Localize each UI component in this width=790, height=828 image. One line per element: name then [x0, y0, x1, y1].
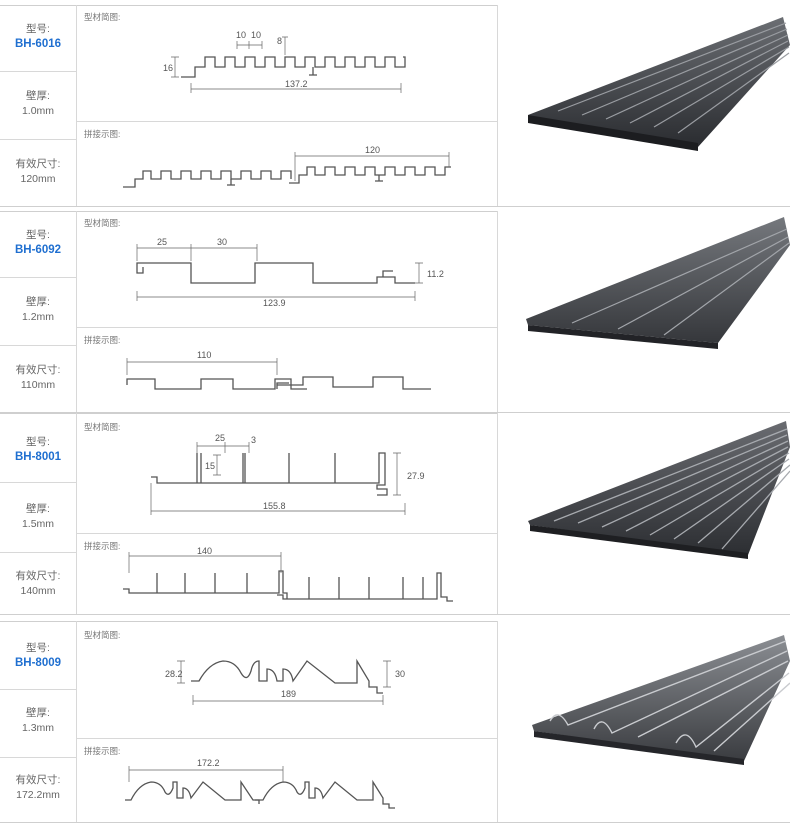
width-value: 140mm [20, 585, 56, 597]
profile-drawing: 10 10 8 16 137.2 [163, 30, 406, 93]
width-label: 有效尺寸: [15, 364, 61, 376]
splice-caption: 拼接示图: [84, 746, 121, 756]
drawing-column: 型材简图: 25 30 11.2 123.9 拼接示图: [77, 211, 498, 413]
dim-splice: 120 [365, 145, 380, 155]
splice-caption: 拼接示图: [84, 541, 121, 551]
profile-caption: 型材简图: [84, 422, 121, 432]
dim-b: 30 [217, 237, 227, 247]
dim-c: 15 [205, 461, 215, 471]
profile-render-image [498, 211, 790, 413]
profile-render-image [498, 621, 790, 823]
dim-h2: 30 [395, 669, 405, 679]
spec-column: 型号: BH-8001 壁厚: 1.5mm 有效尺寸: 140mm [0, 413, 77, 615]
thickness-value: 1.0mm [21, 105, 55, 117]
splice-drawing: 140 [123, 546, 453, 602]
dim-splice: 172.2 [197, 758, 220, 768]
dim-total: 189 [281, 689, 296, 699]
thickness-label: 壁厚: [26, 296, 50, 308]
splice-caption: 拼接示图: [84, 335, 121, 345]
dim-h: 27.9 [407, 471, 425, 481]
dim-h1: 28.2 [165, 669, 183, 679]
dim-a: 25 [215, 433, 225, 443]
model-number: BH-6092 [14, 244, 62, 256]
dim-a: 25 [157, 237, 167, 247]
dim-a: 10 [236, 30, 246, 40]
thickness-label: 壁厚: [26, 707, 50, 719]
dim-total: 123.9 [263, 298, 286, 308]
model-label: 型号: [26, 642, 50, 654]
profile-render-image [498, 413, 790, 615]
spec-column: 型号: BH-6016 壁厚: 1.0mm 有效尺寸: 120mm [0, 5, 77, 207]
spec-column: 型号: BH-8009 壁厚: 1.3mm 有效尺寸: 172.2mm [0, 621, 77, 823]
thickness-value: 1.3mm [21, 722, 55, 734]
thickness-value: 1.2mm [21, 311, 55, 323]
width-label: 有效尺寸: [15, 774, 61, 786]
dim-h: 16 [163, 63, 173, 73]
model-number: BH-8009 [14, 657, 62, 669]
splice-drawing: 120 [123, 145, 451, 188]
model-number: BH-6016 [14, 38, 62, 50]
width-label: 有效尺寸: [15, 158, 61, 170]
width-value: 110mm [20, 379, 56, 391]
dim-b: 3 [251, 435, 256, 445]
splice-drawing: 172.2 [125, 758, 395, 809]
dim-h: 11.2 [427, 269, 444, 279]
dim-total: 137.2 [285, 79, 308, 89]
model-label: 型号: [26, 23, 50, 35]
product-row-bh-8009: 型号: BH-8009 壁厚: 1.3mm 有效尺寸: 172.2mm 型材简图: 2… [0, 621, 790, 823]
thickness-value: 1.5mm [21, 518, 55, 530]
dim-splice: 140 [197, 546, 212, 556]
product-row-bh-6016: 型号: BH-6016 壁厚: 1.0mm 有效尺寸: 120mm 型材简图: 10 … [0, 5, 790, 207]
splice-drawing: 110 [126, 350, 431, 390]
model-label: 型号: [26, 436, 50, 448]
dim-splice: 110 [197, 350, 211, 360]
width-label: 有效尺寸: [15, 570, 61, 582]
width-value: 172.2mm [16, 789, 60, 801]
thickness-label: 壁厚: [26, 90, 50, 102]
model-label: 型号: [26, 229, 50, 241]
thickness-label: 壁厚: [26, 503, 50, 515]
dim-c: 8 [277, 36, 282, 46]
model-number: BH-8001 [14, 451, 62, 463]
product-row-bh-8001: 型号: BH-8001 壁厚: 1.5mm 有效尺寸: 140mm 型材简图: 25 … [0, 413, 790, 615]
width-value: 120mm [20, 173, 56, 185]
dim-total: 155.8 [263, 501, 286, 511]
dim-b: 10 [251, 30, 261, 40]
spec-column: 型号: BH-6092 壁厚: 1.2mm 有效尺寸: 110mm [0, 211, 77, 413]
profile-caption: 型材简图: [84, 12, 121, 22]
drawing-column: 型材简图: 25 3 15 27.9 155.8 拼接示图: [77, 413, 498, 615]
splice-caption: 拼接示图: [84, 129, 121, 139]
product-row-bh-6092: 型号: BH-6092 壁厚: 1.2mm 有效尺寸: 110mm 型材简图: 25 … [0, 211, 790, 413]
drawing-column: 型材简图: 10 10 8 16 137.2 拼接示图: [77, 5, 498, 207]
drawing-column: 型材简图: 28.2 30 189 拼接示图: 172.2 [77, 621, 498, 823]
profile-drawing: 25 3 15 27.9 155.8 [150, 433, 425, 515]
profile-drawing: 25 30 11.2 123.9 [136, 237, 444, 308]
profile-drawing: 28.2 30 189 [165, 658, 405, 705]
profile-caption: 型材简图: [84, 630, 121, 640]
profile-render-image [498, 5, 790, 207]
profile-caption: 型材简图: [84, 218, 121, 228]
